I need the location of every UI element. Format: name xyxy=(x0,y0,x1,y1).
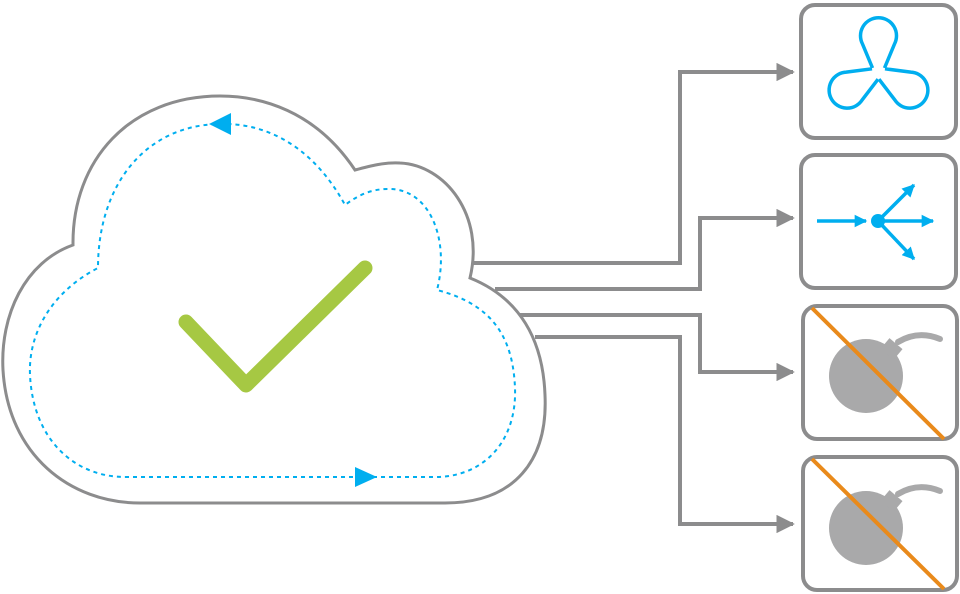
tri-petal-icon xyxy=(827,16,930,110)
cycle-loop-path xyxy=(28,122,517,478)
target-box-4 xyxy=(801,455,959,592)
cycle-arrow-bottom-icon xyxy=(355,467,377,487)
cycle-loop xyxy=(28,113,517,487)
connector-1 xyxy=(472,62,795,265)
connectors xyxy=(472,62,795,534)
bomb-icon xyxy=(829,484,943,565)
connector-2 xyxy=(495,208,795,291)
connector-4 xyxy=(535,335,795,534)
target-box-2 xyxy=(799,153,958,290)
check-icon xyxy=(178,260,373,393)
cloud xyxy=(1,94,547,505)
target-box-1 xyxy=(799,3,958,140)
connector-3 xyxy=(518,313,795,382)
blocked-strike-icon xyxy=(810,457,946,591)
blocked-strike-icon xyxy=(810,306,946,441)
target-box-3 xyxy=(801,304,959,441)
bomb-icon xyxy=(829,332,943,413)
fan-out-arrows-icon xyxy=(817,183,935,261)
cloud-outline xyxy=(1,94,547,505)
cycle-arrow-top-icon xyxy=(209,113,231,135)
